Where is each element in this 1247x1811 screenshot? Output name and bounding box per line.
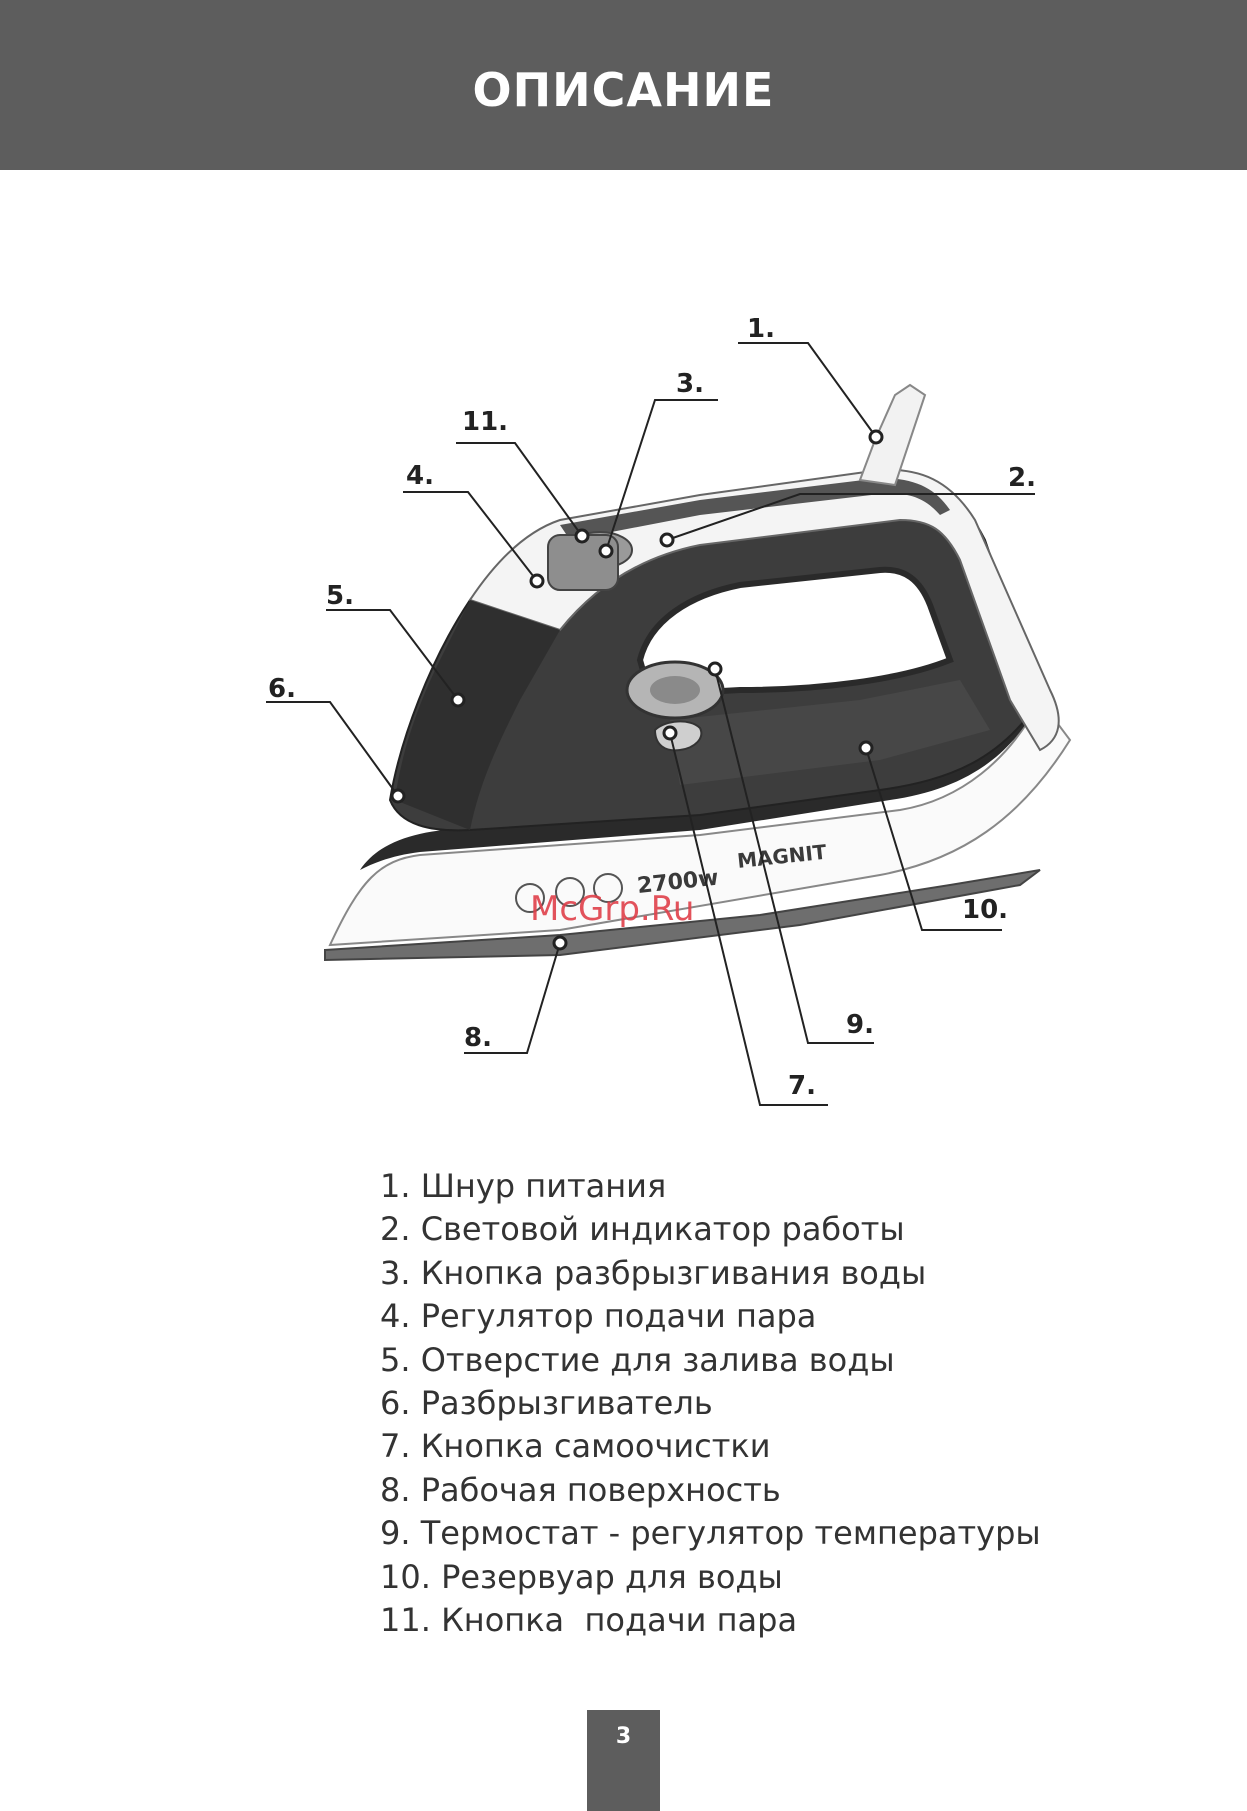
leader-dot-10 [858,740,874,756]
leader-dot-1 [868,429,884,445]
iron-setting-icon-1 [515,883,545,913]
callout-10: 10. [962,895,1008,925]
leader-dot-11 [574,528,590,544]
leader-line-6 [266,701,399,797]
leader-dot-5 [450,692,466,708]
leader-dot-7 [662,725,678,741]
legend-item: 4. Регулятор подачи пара [380,1297,817,1336]
parts-legend: 1. Шнур питания 2. Световой индикатор ра… [380,1165,1041,1642]
iron-water-tank [670,680,990,785]
leader-dot-8 [552,935,568,951]
leader-line-11 [456,442,583,537]
legend-item: 3. Кнопка разбрызгивания воды [380,1253,927,1292]
leader-line-4 [403,491,538,582]
legend-item: 10. Резервуар для воды [380,1557,783,1596]
leader-line-2 [666,493,1035,541]
leader-line-3 [605,399,718,552]
callout-8: 8. [464,1023,492,1053]
callout-6: 6. [268,674,296,704]
legend-item: 9. Термостат - регулятор температуры [380,1514,1041,1553]
leader-line-7 [669,732,828,1106]
leader-dot-4 [529,573,545,589]
callout-5: 5. [326,581,354,611]
callout-7: 7. [788,1071,816,1101]
leader-line-5 [326,609,459,701]
legend-item: 2. Световой индикатор работы [380,1210,905,1249]
iron-setting-icon-3 [593,873,623,903]
callout-9: 9. [846,1010,874,1040]
page-number: 3 [615,1724,632,1749]
leader-line-1 [738,342,877,438]
iron-soleplate [324,869,1041,962]
leader-dot-3 [598,543,614,559]
legend-item: 7. Кнопка самоочистки [380,1427,771,1466]
legend-item: 1. Шнур питания [380,1167,667,1205]
callout-3: 3. [676,369,704,399]
callout-1: 1. [747,314,775,344]
callout-4: 4. [406,461,434,491]
leader-dot-6 [390,788,406,804]
callout-2: 2. [1008,463,1036,493]
leader-line-10 [865,747,1002,931]
legend-item: 11. Кнопка подачи пара [380,1601,798,1640]
page-number-tab: 3 [587,1710,660,1811]
legend-item: 5. Отверстие для залива воды [380,1340,895,1379]
legend-item: 6. Разбрызгиватель [380,1384,713,1423]
iron-nose [395,600,560,830]
leader-line-8 [464,942,561,1054]
page-header: ОПИСАНИЕ [0,0,1247,170]
leader-dot-9 [707,661,723,677]
watermark: McGrp.Ru [530,889,694,929]
legend-item: 8. Рабочая поверхность [380,1470,781,1509]
leader-dot-2 [659,532,675,548]
iron-setting-icon-2 [555,877,585,907]
iron-base-shell [328,698,1072,947]
page-title: ОПИСАНИЕ [472,63,775,117]
iron-thermostat-center [650,676,700,704]
leader-line-9 [714,668,874,1044]
callout-11: 11. [462,407,508,437]
